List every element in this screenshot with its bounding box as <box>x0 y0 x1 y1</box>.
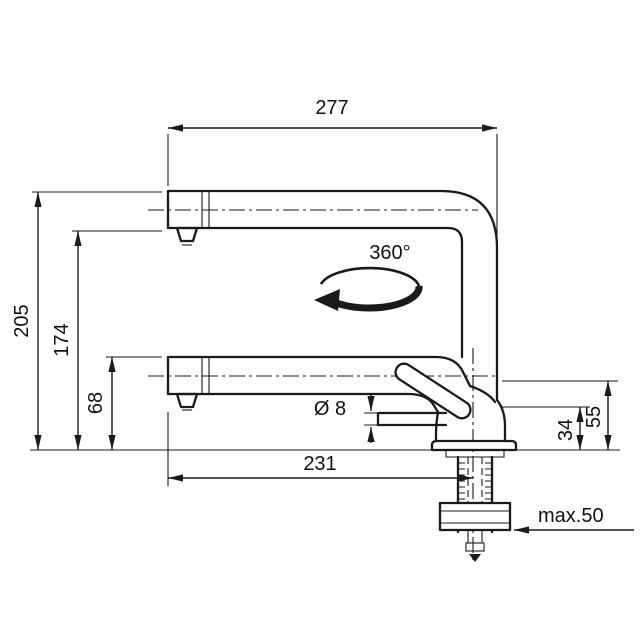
faucet-outline <box>166 189 518 562</box>
mounting-nut <box>438 501 512 532</box>
lever-handle <box>394 362 472 420</box>
extension-lines <box>30 134 620 486</box>
dim-label-277: 277 <box>315 97 348 119</box>
centerlines <box>148 209 496 562</box>
dim-label-360: 360° <box>369 242 410 264</box>
dim-label-174: 174 <box>51 323 73 356</box>
body-top-edge <box>468 384 497 404</box>
dim-label-hose-diameter: Ø 8 <box>314 398 346 420</box>
lower-nozzle <box>175 392 199 409</box>
dim-label-max50: max.50 <box>538 505 604 527</box>
dim-label-34: 34 <box>555 419 577 441</box>
dim-label-55: 55 <box>583 406 605 428</box>
flow-arrow-icon <box>469 554 481 562</box>
upper-nozzle <box>175 226 199 243</box>
pullout-hose <box>376 411 448 427</box>
hose-end-fitting <box>465 530 485 562</box>
body-left-edge <box>434 410 440 443</box>
rotation-arrow-icon <box>314 266 423 312</box>
dim-label-231: 231 <box>303 453 336 475</box>
base-flange <box>430 439 518 452</box>
dimension-lines <box>34 124 634 534</box>
dim-label-205: 205 <box>11 304 33 337</box>
dimension-labels: 277 205 174 68 360° Ø 8 231 34 55 max.50 <box>11 97 605 527</box>
dim-label-68: 68 <box>85 392 107 414</box>
